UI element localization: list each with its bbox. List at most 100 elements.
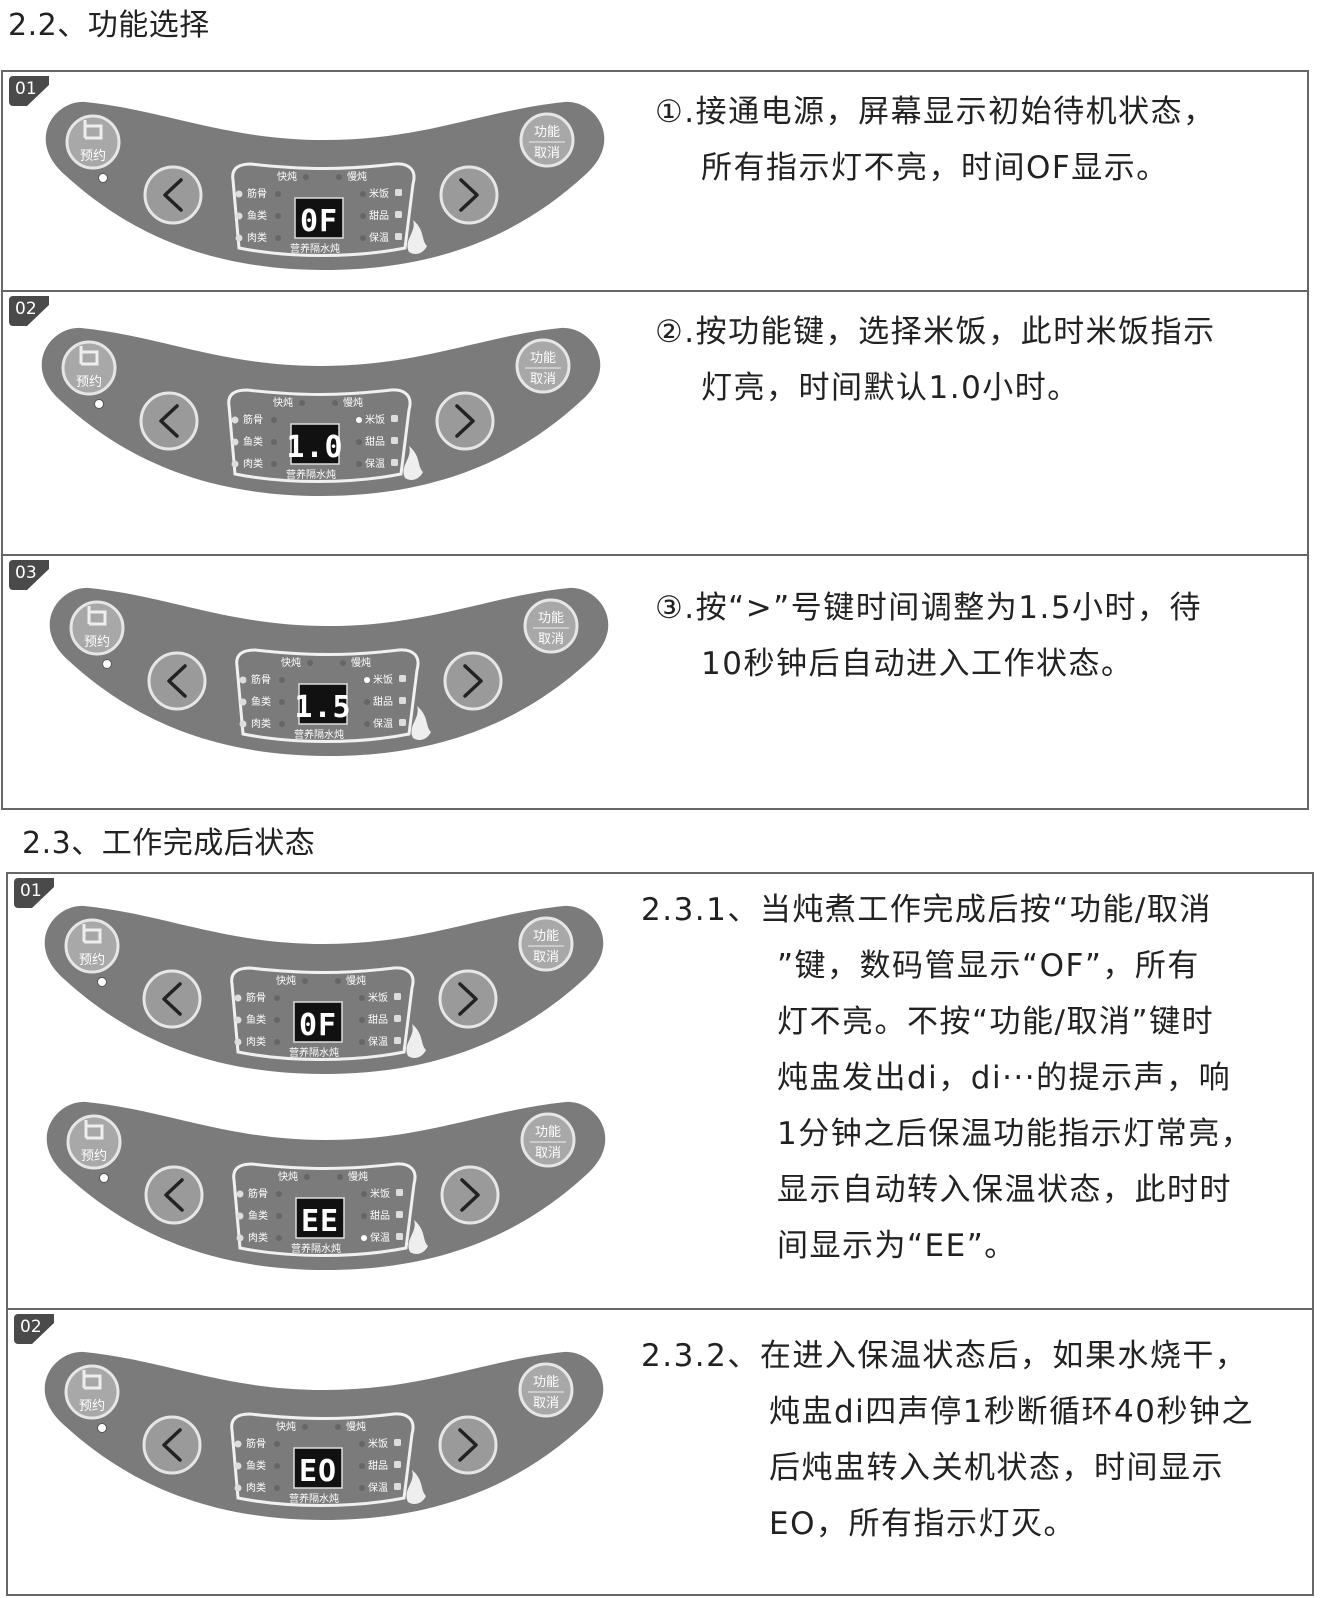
- desc-line: 后炖盅转入关机状态，时间显示: [769, 1450, 1224, 1486]
- digit-text: 0F: [300, 204, 338, 239]
- chevron-right-icon: [458, 1428, 478, 1462]
- desc-line: ③.按“>”号键时间调整为1.5小时，待: [655, 590, 1203, 626]
- indicator-dot: [275, 235, 281, 241]
- increase-button[interactable]: [435, 391, 495, 451]
- increase-button[interactable]: [438, 969, 498, 1029]
- indicator-dot: [361, 1191, 367, 1197]
- reserve-button[interactable]: 预约: [65, 114, 121, 170]
- desc-line: 炖盅di四声停1秒断循环40秒钟之: [769, 1394, 1254, 1430]
- indicator-dot: [274, 1463, 280, 1469]
- increase-button[interactable]: [440, 1165, 500, 1225]
- indicator-dot: [302, 978, 308, 984]
- step-description: ③.按“>”号键时间调整为1.5小时，待 10秒钟后自动进入工作状态。: [655, 580, 1202, 692]
- indicator-dot: [335, 1424, 341, 1430]
- category-label: 米饭: [368, 991, 388, 1004]
- category-label: 米饭: [373, 673, 393, 686]
- steam-icon: [411, 706, 431, 740]
- category-icon: [234, 1462, 242, 1470]
- digit-display: [293, 1001, 343, 1043]
- reserve-button[interactable]: 预约: [64, 1364, 120, 1420]
- category-icon: [395, 211, 402, 218]
- display-frame: [235, 648, 420, 743]
- category-label: 肉类: [246, 1481, 266, 1494]
- desc-line: 显示自动转入保温状态，此时时: [777, 1172, 1232, 1208]
- category-icon: [236, 1190, 244, 1198]
- slow-stew-label: 慢炖: [343, 396, 363, 409]
- display-frame: [232, 1162, 417, 1257]
- decrease-button[interactable]: [142, 969, 202, 1029]
- decrease-button[interactable]: [144, 1165, 204, 1225]
- category-label: 保温: [368, 1035, 388, 1048]
- indicator-dot: [359, 1017, 365, 1023]
- indicator-dot: [361, 1213, 367, 1219]
- digit-text: EO: [299, 1454, 337, 1489]
- reserve-button[interactable]: 预约: [64, 918, 120, 974]
- chevron-right-icon: [455, 404, 475, 438]
- indicator-dot: [360, 235, 366, 241]
- category-icon: [239, 698, 247, 706]
- decrease-button[interactable]: [139, 391, 199, 451]
- reserve-button[interactable]: 预约: [69, 600, 125, 656]
- step-description: ②.按功能键，选择米饭，此时米饭指示 灯亮，时间默认1.0小时。: [655, 304, 1216, 416]
- indicator-dot: [302, 1424, 308, 1430]
- increase-button[interactable]: [438, 1415, 498, 1475]
- reserve-label: 预约: [79, 953, 105, 968]
- digit-display: [298, 683, 348, 725]
- desc-line: 2.3.1、当炖煮工作完成后按“功能/取消: [641, 892, 1212, 928]
- indicator-dot: [336, 174, 342, 180]
- category-label: 筋骨: [246, 1437, 266, 1450]
- category-icon: [394, 1037, 401, 1044]
- step-badge: 01: [9, 76, 49, 106]
- state-description: 2.3.2、在进入保温状态后，如果水烧干， 炖盅di四声停1秒断循环40秒钟之 …: [641, 1328, 1254, 1552]
- indicator-dot: [274, 1485, 280, 1491]
- cancel-label: 取消: [535, 1146, 561, 1161]
- indicator-dot: [276, 1191, 282, 1197]
- display-frame: [230, 1412, 415, 1507]
- quick-stew-label: 快炖: [273, 396, 293, 409]
- steam-icon: [406, 1024, 426, 1058]
- category-label: 筋骨: [251, 673, 271, 686]
- quick-stew-label: 快炖: [277, 170, 297, 183]
- decrease-button[interactable]: [142, 1415, 202, 1475]
- decrease-button[interactable]: [147, 651, 207, 711]
- category-icon: [394, 1439, 401, 1446]
- indicator-dot: [275, 213, 281, 219]
- desc-line: ”键，数码管显示“OF”，所有: [777, 948, 1200, 984]
- category-label: 保温: [373, 717, 393, 730]
- desc-line: 灯不亮。不按“功能/取消”键时: [777, 1004, 1215, 1040]
- category-label: 鱼类: [248, 1209, 268, 1222]
- category-icon: [399, 697, 406, 704]
- desc-line: 1分钟之后保温功能指示灯常亮，: [777, 1116, 1254, 1152]
- chevron-left-icon: [159, 404, 179, 438]
- reserve-label: 预约: [79, 1399, 105, 1414]
- category-icon: [395, 189, 402, 196]
- chevron-left-icon: [167, 664, 187, 698]
- category-label: 保温: [370, 1231, 390, 1244]
- indicator-dot: [304, 1174, 310, 1180]
- decrease-button[interactable]: [143, 165, 203, 225]
- indicator-dot: [361, 1235, 367, 1241]
- category-label: 鱼类: [251, 695, 271, 708]
- digit-display: [290, 423, 340, 465]
- reserve-button[interactable]: 预约: [66, 1114, 122, 1170]
- chevron-right-icon: [463, 664, 483, 698]
- increase-button[interactable]: [443, 651, 503, 711]
- category-label: 筋骨: [248, 1187, 268, 1200]
- category-icon: [394, 1461, 401, 1468]
- category-icon: [394, 993, 401, 1000]
- steam-icon: [406, 1470, 426, 1504]
- category-icon: [234, 1038, 242, 1046]
- reserve-button[interactable]: 预约: [61, 340, 117, 396]
- increase-button[interactable]: [439, 165, 499, 225]
- category-label: 甜品: [373, 695, 393, 708]
- category-label: 筋骨: [243, 413, 263, 426]
